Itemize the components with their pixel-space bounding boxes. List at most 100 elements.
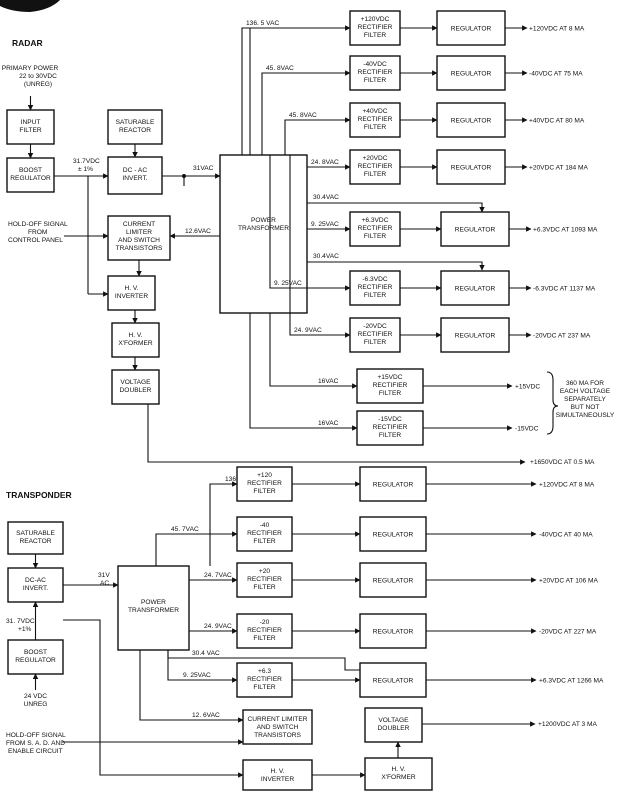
block-label: +20VDC bbox=[362, 155, 387, 162]
voltage-label: 31VAC bbox=[193, 165, 214, 172]
voltage-label: 24 VDC bbox=[24, 693, 47, 700]
note-label: EACH VOLTAGE bbox=[560, 388, 611, 395]
block-label: INVERTER bbox=[261, 776, 294, 783]
block-label: RECTIFIER bbox=[358, 24, 393, 31]
block-label: RECTIFIER bbox=[358, 284, 393, 291]
dc-output-label: +40VDC AT 80 MA bbox=[529, 118, 585, 125]
block-label: REGULATOR bbox=[451, 165, 492, 172]
rectifier-filter-block bbox=[236, 613, 293, 649]
hold-off-label: FROM S. A. D. AND bbox=[6, 740, 65, 747]
block-label: SATURABLE bbox=[16, 530, 55, 537]
block-label: REGULATOR bbox=[455, 333, 496, 340]
block-label: FILTER bbox=[379, 432, 401, 439]
hold-off-label: FROM bbox=[28, 229, 47, 236]
rectifier-filter-block bbox=[349, 55, 401, 91]
voltage-label: 30.4 VAC bbox=[192, 650, 220, 657]
block-label: +20 bbox=[259, 568, 271, 575]
ac-voltage-label: 136. 5 VAC bbox=[246, 20, 279, 27]
block-label: -20VDC bbox=[363, 323, 387, 330]
block-label: REGULATOR bbox=[455, 227, 496, 234]
block-label: DOUBLER bbox=[120, 387, 152, 394]
block-label: X'FORMER bbox=[118, 340, 152, 347]
ac-voltage-label: 45. 8VAC bbox=[289, 112, 317, 119]
voltage-label: 30.4VAC bbox=[313, 253, 339, 260]
block-label: FILTER bbox=[253, 488, 275, 495]
block-label: REGULATOR bbox=[455, 286, 496, 293]
voltage-label: ± 1% bbox=[78, 166, 93, 173]
regulator-block bbox=[359, 562, 427, 598]
rectifier-filter-block bbox=[349, 317, 401, 353]
radar-input-filter-block bbox=[6, 109, 55, 145]
dc-output-label: -40VDC AT 75 MA bbox=[529, 71, 583, 78]
dc-output-label: +6.3VDC AT 1093 MA bbox=[533, 227, 598, 234]
hold-off-label: CONTROL PANEL bbox=[8, 237, 63, 244]
block-label: H. V. bbox=[270, 768, 284, 775]
voltage-label: 12. 6VAC bbox=[192, 712, 220, 719]
rectifier-filter-block bbox=[349, 270, 401, 306]
block-label: CURRENT LIMITER bbox=[248, 716, 308, 723]
block-label: REGULATOR bbox=[373, 578, 414, 585]
xp-current-limiter-block bbox=[242, 709, 313, 745]
dc-output-label: +20VDC AT 106 MA bbox=[539, 578, 599, 585]
ac-voltage-label: 24. 9VAC bbox=[294, 327, 322, 334]
block-label: RECTIFIER bbox=[358, 225, 393, 232]
block-label: TRANSFORMER bbox=[238, 225, 289, 232]
block-label: LIMITER bbox=[126, 229, 152, 236]
xp-hv-inverter-block bbox=[242, 759, 313, 791]
ac-voltage-label: 16VAC bbox=[318, 378, 339, 385]
block-label: FILTER bbox=[364, 233, 386, 240]
rectifier-filter-block bbox=[349, 102, 401, 138]
voltage-label: +1% bbox=[18, 626, 32, 633]
block-label: DC - AC bbox=[123, 167, 147, 174]
note-label: BUT NOT bbox=[571, 404, 600, 411]
svg-text:31.7VDC± 1%: 31.7VDC± 1% bbox=[73, 158, 100, 173]
ac-voltage-label: 9. 25VAC bbox=[274, 280, 302, 287]
block-label: RECTIFIER bbox=[247, 676, 282, 683]
regulator-block bbox=[436, 102, 506, 138]
dc-output-label: +6.3VDC AT 1266 MA bbox=[539, 678, 604, 685]
rectifier-filter-block bbox=[236, 466, 293, 502]
block-label: H. V. bbox=[124, 285, 138, 292]
voltage-label: 30.4VAC bbox=[313, 194, 339, 201]
block-label: +6.3 bbox=[258, 668, 271, 675]
ac-voltage-label: 24. 9VAC bbox=[204, 623, 232, 630]
radar-hv-inverter-block bbox=[107, 275, 156, 311]
corner-mark bbox=[0, 0, 60, 12]
block-label: FILTER bbox=[253, 584, 275, 591]
rectifier-filter-block bbox=[349, 149, 401, 185]
block-label: DOUBLER bbox=[378, 725, 410, 732]
hold-off-label: ENABLE CIRCUIT bbox=[8, 748, 63, 755]
dc-output-label: -20VDC AT 227 MA bbox=[539, 629, 597, 636]
block-label: RECTIFIER bbox=[373, 424, 408, 431]
block-label: DC-AC bbox=[25, 577, 46, 584]
svg-text:31VAC: 31VAC bbox=[98, 572, 110, 587]
block-label: -6.3VDC bbox=[362, 276, 388, 283]
block-label: +120VDC bbox=[361, 16, 390, 23]
block-label: FILTER bbox=[364, 292, 386, 299]
rectifier-filter-block bbox=[349, 211, 401, 247]
note-label: SIMULTANEOUSLY bbox=[556, 412, 615, 419]
xp-boost-regulator-block bbox=[7, 639, 64, 675]
block-label: TRANSFORMER bbox=[128, 607, 179, 614]
block-label: RECTIFIER bbox=[358, 69, 393, 76]
radar-power-transformer-block bbox=[219, 154, 308, 314]
rectifier-filter-block bbox=[356, 410, 424, 446]
regulator-block bbox=[440, 317, 510, 353]
rectifier-filter-block bbox=[236, 662, 293, 698]
ac-voltage-label: 9. 25VAC bbox=[311, 221, 339, 228]
xp-voltage-doubler-block bbox=[364, 707, 423, 743]
block-label: RECTIFIER bbox=[247, 530, 282, 537]
